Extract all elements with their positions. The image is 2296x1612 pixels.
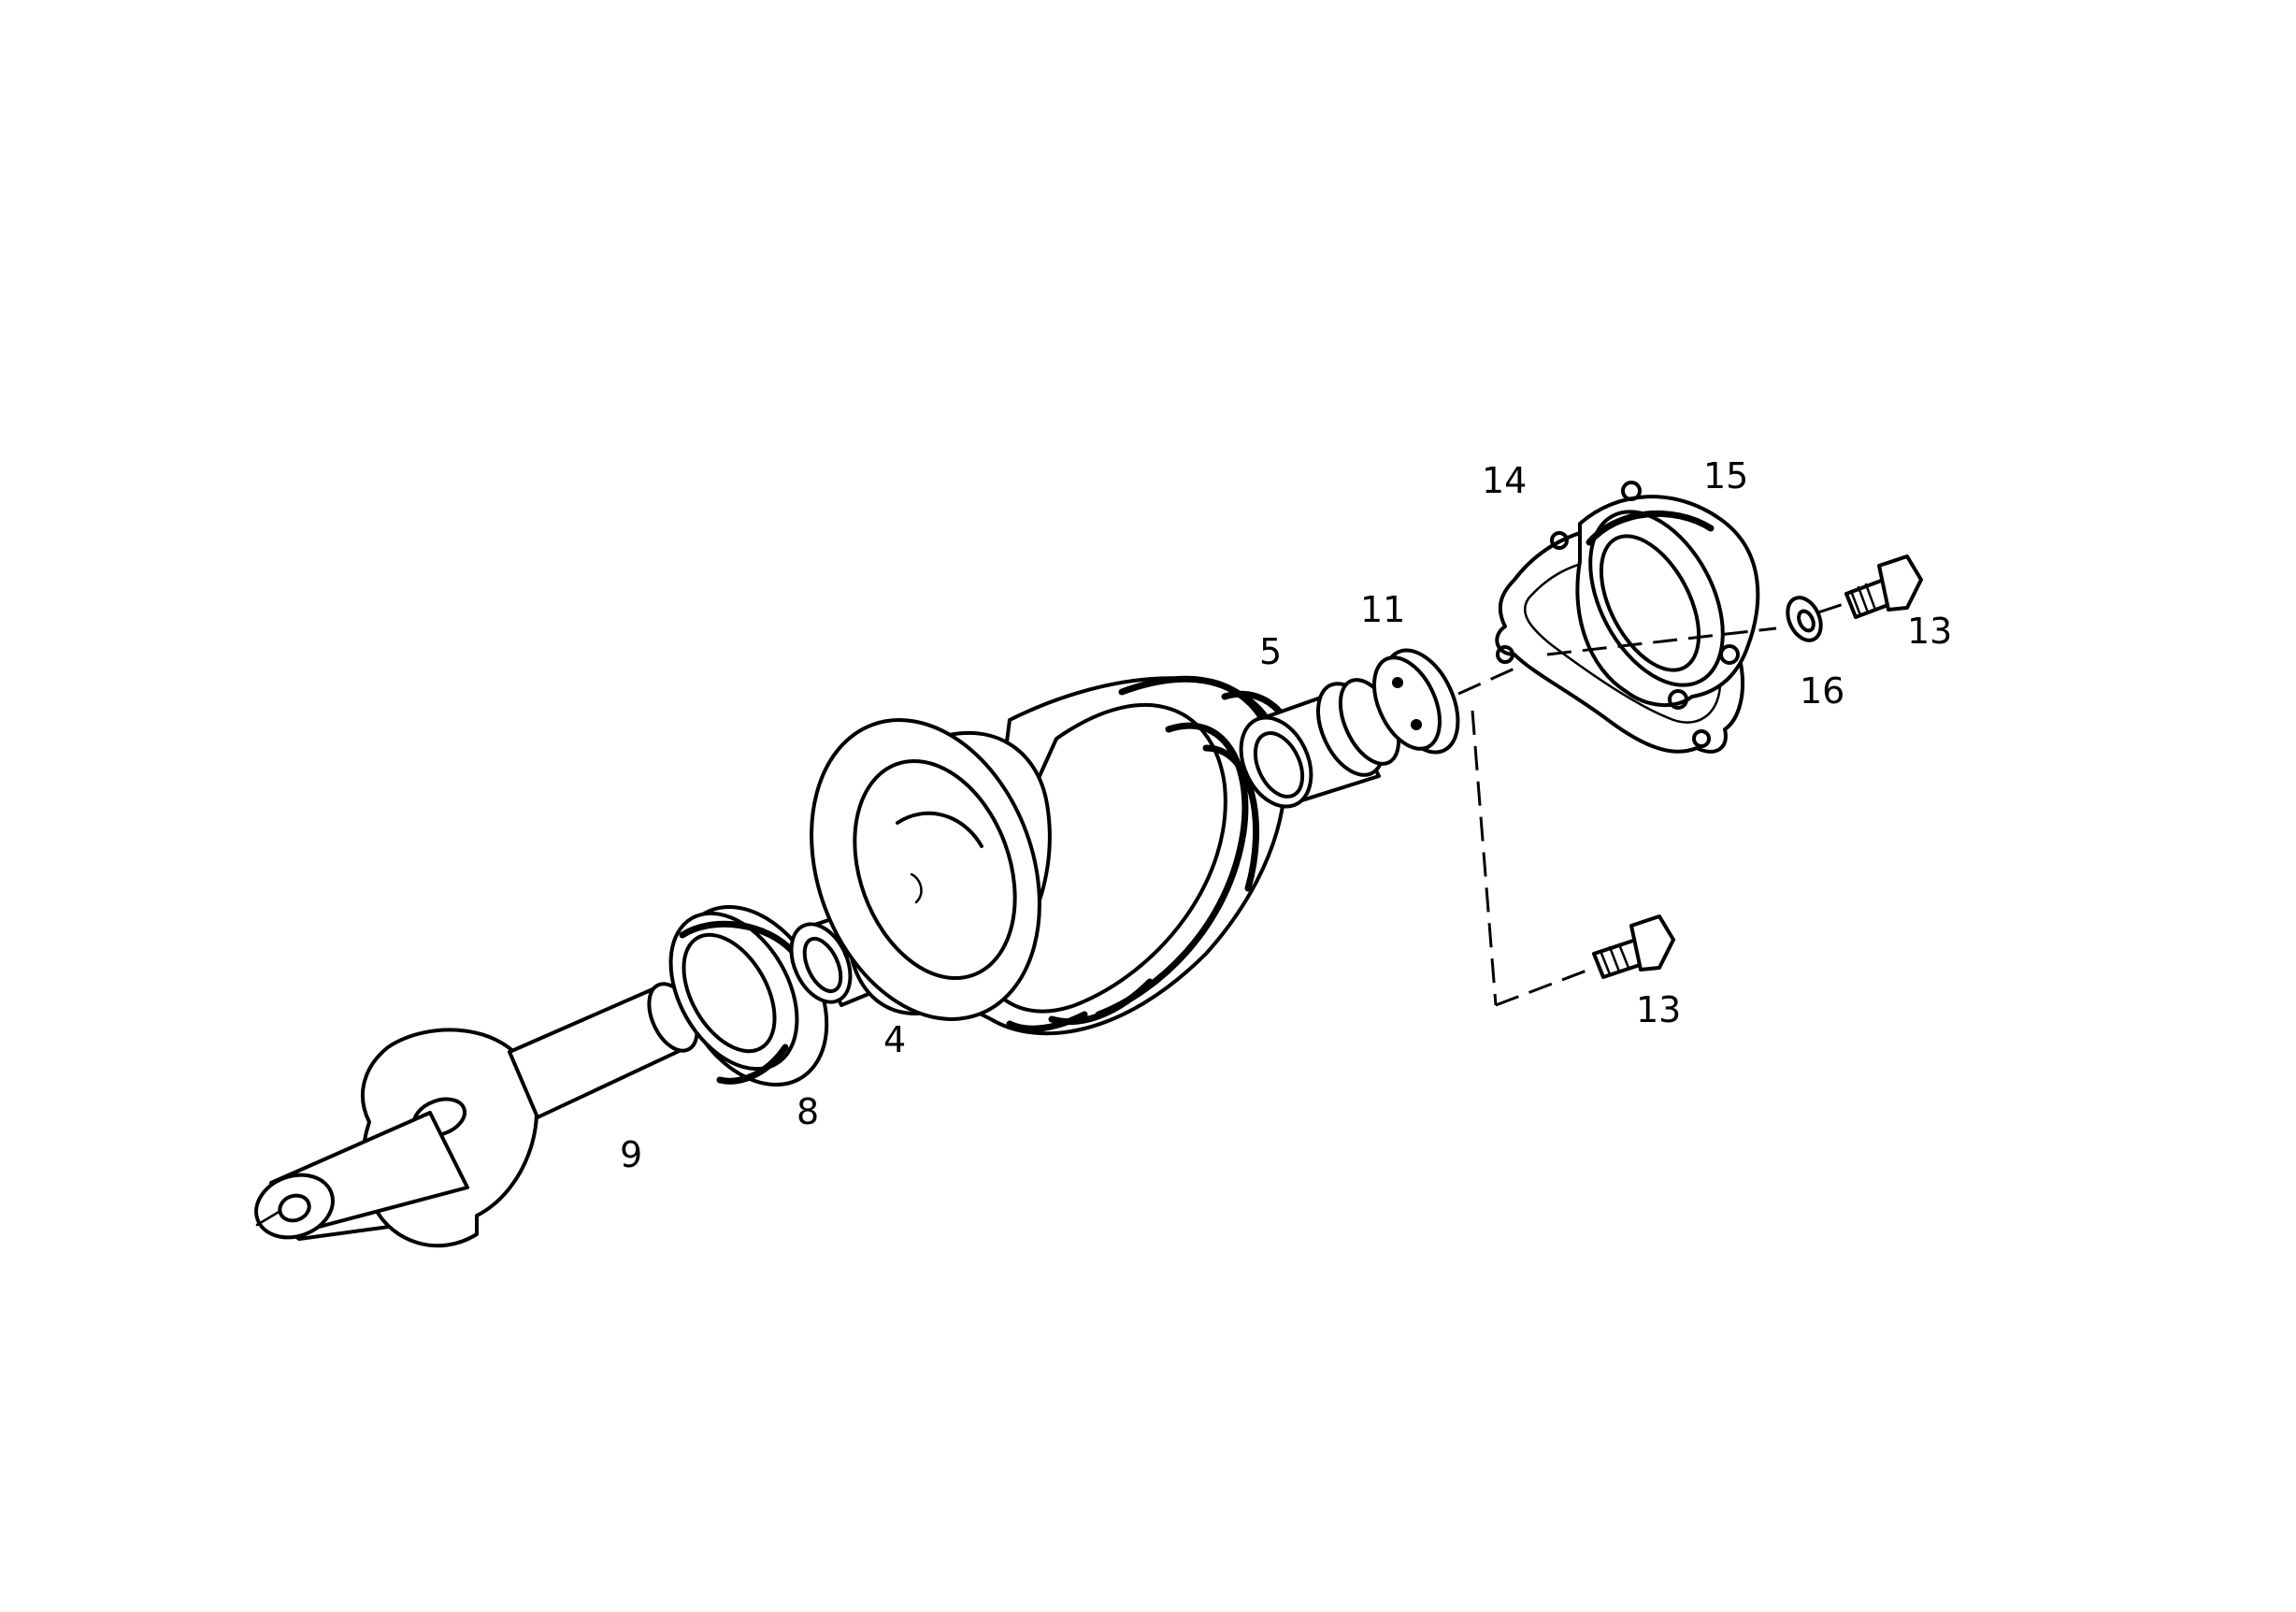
callout-13-upper: 13 <box>1907 611 1952 652</box>
part-16-washer <box>1786 596 1823 642</box>
part-13-bolt-lower <box>1592 914 1675 979</box>
part-13-bolt-upper <box>1844 554 1923 619</box>
callout-4: 4 <box>883 1019 906 1060</box>
part-15-cover <box>1575 481 1760 710</box>
part-8-seal-ring <box>668 904 829 1087</box>
callout-labels: 9 8 4 5 11 14 15 16 13 13 <box>620 455 1952 1175</box>
callout-5: 5 <box>1259 631 1282 672</box>
callout-8: 8 <box>796 1091 819 1132</box>
callout-13-lower: 13 <box>1636 989 1681 1030</box>
assembly-centerlines <box>1457 601 1847 1007</box>
callout-11: 11 <box>1360 589 1405 630</box>
callout-9: 9 <box>620 1134 642 1175</box>
part-11-pin-plate <box>1372 648 1460 755</box>
roller-body <box>810 675 1304 1036</box>
part-9-shaft <box>254 982 699 1248</box>
callout-14: 14 <box>1482 460 1527 501</box>
callout-16: 16 <box>1800 670 1844 712</box>
callout-15: 15 <box>1703 455 1748 497</box>
